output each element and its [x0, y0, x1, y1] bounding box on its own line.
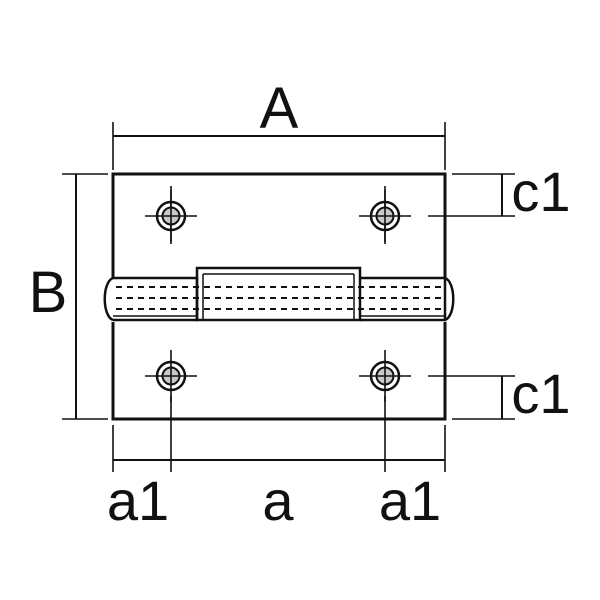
- screw-hole-bottom-left: [145, 350, 197, 402]
- screw-hole-top-left: [145, 190, 197, 242]
- top-leaf-outline: [111, 172, 447, 278]
- knuckle-center: [195, 266, 362, 322]
- label-c1-bottom: c1: [511, 362, 570, 425]
- screw-hole-top-right: [359, 190, 411, 242]
- screw-hole-bottom-right: [359, 350, 411, 402]
- label-B: B: [29, 260, 68, 325]
- bottom-leaf-outline: [111, 322, 447, 421]
- knuckle-right-cap: [444, 276, 455, 322]
- hinge-knuckle: [103, 266, 455, 322]
- hinge-plate: [111, 172, 447, 421]
- knuckle-left-cap: [103, 276, 114, 322]
- hinge-pin-hidden: [116, 286, 442, 310]
- label-a: a: [262, 469, 294, 532]
- label-A: A: [260, 76, 299, 141]
- label-a1-left: a1: [107, 469, 169, 532]
- label-a1-right: a1: [379, 469, 441, 532]
- label-c1-top: c1: [511, 160, 570, 223]
- knuckle-right: [360, 276, 447, 322]
